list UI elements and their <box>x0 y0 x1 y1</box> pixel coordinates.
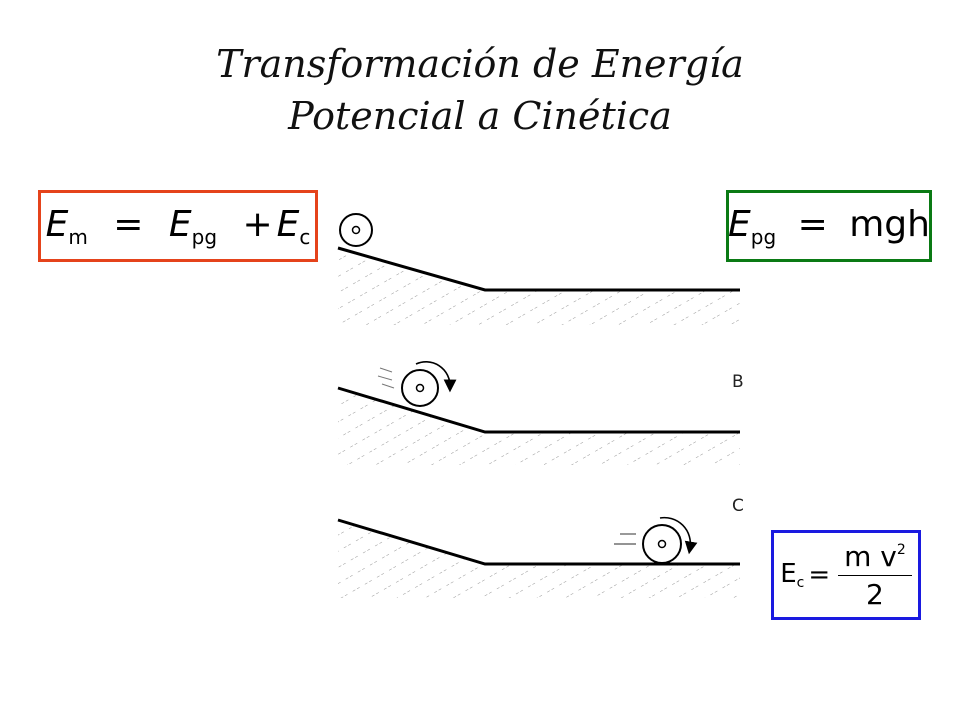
rotation-arrow-b <box>415 361 457 393</box>
kinetic-energy-formula: Ec = m v2 2 <box>780 540 912 611</box>
ball-c <box>642 524 682 564</box>
ball-c-center <box>657 539 667 549</box>
kinetic-energy-formula-box: Ec = m v2 2 <box>771 530 921 620</box>
motion-lines-c <box>614 533 636 545</box>
mechanical-energy-formula-box: Em = Epg +Ec <box>38 190 318 262</box>
stage-label-b: B <box>732 372 744 392</box>
ground-hatch-b <box>338 388 740 465</box>
stage-c <box>337 516 740 598</box>
ground-hatch-a <box>338 248 740 325</box>
potential-energy-formula: Epg = mgh <box>728 203 930 249</box>
ball-b <box>401 369 439 407</box>
stage-a <box>337 213 740 325</box>
ground-line-b <box>337 386 740 434</box>
potential-energy-formula-box: Epg = mgh <box>726 190 932 262</box>
stage-b <box>337 361 740 465</box>
mechanical-energy-formula: Em = Epg +Ec <box>45 203 311 249</box>
ball-b-center <box>415 383 425 393</box>
stage-label-c: C <box>732 496 744 516</box>
slope-diagram <box>337 213 740 598</box>
kinetic-fraction: m v2 2 <box>838 540 912 611</box>
rotation-arrow-c <box>659 516 698 555</box>
ground-hatch-c <box>338 520 740 598</box>
ground-line-a <box>337 246 740 292</box>
title-line-2: Potencial a Cinética <box>288 94 672 138</box>
title-line-1: Transformación de Energía <box>216 42 744 86</box>
ball-a <box>339 213 373 247</box>
slide-title: Transformación de Energía Potencial a Ci… <box>0 38 960 142</box>
ground-line-c <box>337 518 740 566</box>
motion-lines-b <box>377 367 395 389</box>
ball-a-center <box>351 225 361 235</box>
